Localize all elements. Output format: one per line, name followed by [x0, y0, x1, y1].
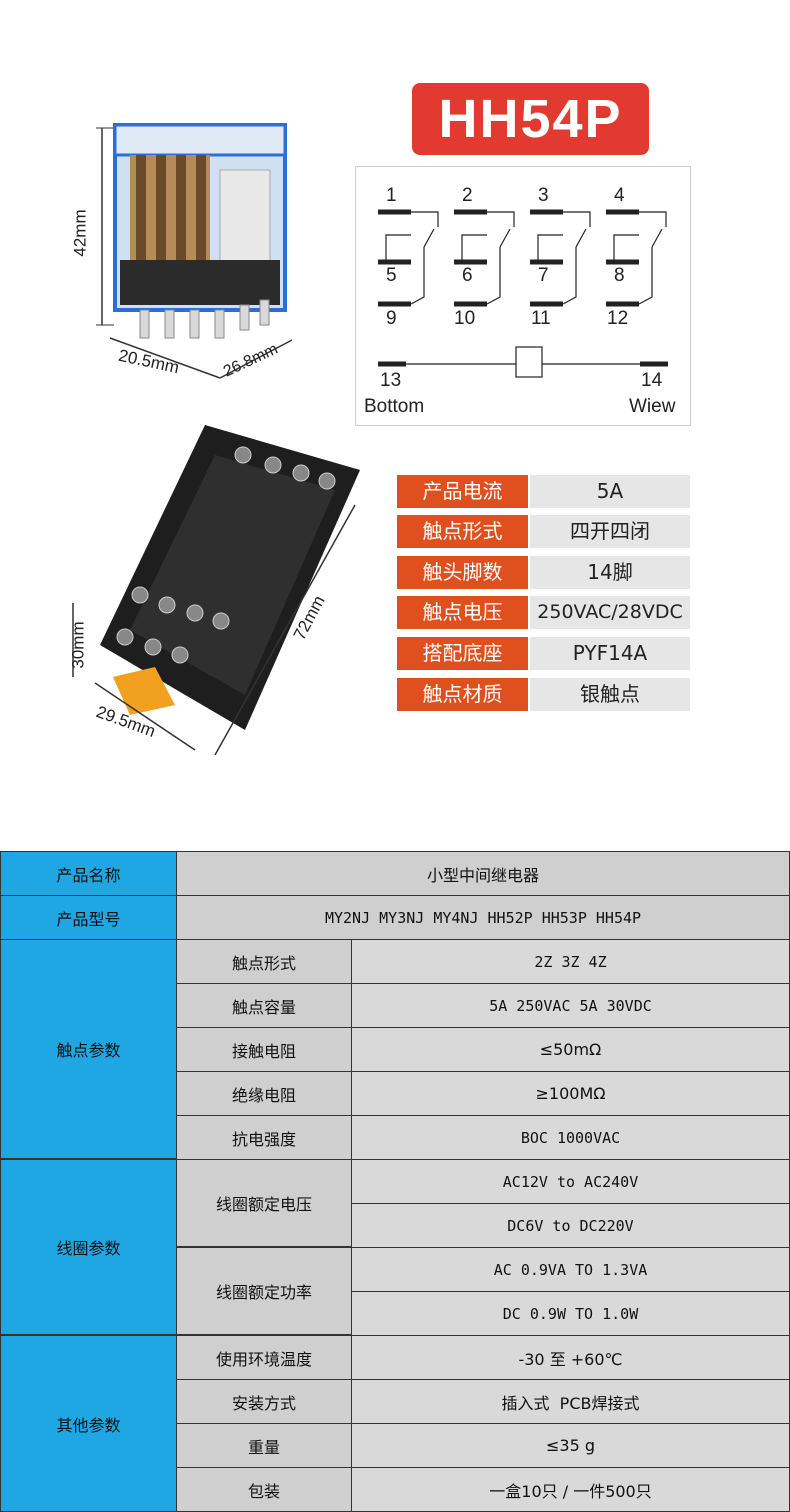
param-value: DC 0.9W TO 1.0W [351, 1291, 790, 1336]
param-value: 2Z 3Z 4Z [351, 939, 790, 984]
product-model-value: MY2NJ MY3NJ MY4NJ HH52P HH53P HH54P [176, 895, 790, 940]
param-label: 绝缘电阻 [176, 1071, 352, 1116]
param-value: BOC 1000VAC [351, 1115, 790, 1160]
pin-label: 11 [531, 308, 551, 329]
spec-value: 14脚 [530, 556, 690, 589]
pin-label: 9 [386, 308, 397, 329]
pin-label: 8 [614, 265, 625, 286]
spec-key: 触点材质 [397, 678, 528, 711]
pin-label: 12 [607, 308, 629, 329]
spec-key: 触点电压 [397, 596, 528, 629]
param-label: 安装方式 [176, 1379, 352, 1424]
param-value: ≤50mΩ [351, 1027, 790, 1072]
param-label: 重量 [176, 1423, 352, 1468]
pin-label: 2 [462, 185, 473, 206]
pin-label: 14 [641, 370, 663, 391]
spec-value: 250VAC/28VDC [530, 596, 690, 629]
param-label: 接触电阻 [176, 1027, 352, 1072]
pin-label: 6 [462, 265, 473, 286]
spec-row: 触头脚数 14脚 [397, 556, 690, 589]
view-label: Wiew [629, 396, 676, 417]
spec-value: 5A [530, 475, 690, 508]
spec-key: 触头脚数 [397, 556, 528, 589]
product-name-value: 小型中间继电器 [176, 851, 790, 896]
pin-label: 10 [454, 308, 476, 329]
pin-diagram: 1 2 3 4 5 6 7 8 9 10 11 12 13 14 Bottom … [355, 166, 691, 426]
param-value: 插入式 PCB焊接式 [351, 1379, 790, 1424]
spec-row: 产品电流 5A [397, 475, 690, 508]
spec-row: 触点材质 银触点 [397, 678, 690, 711]
spec-value: 四开四闭 [530, 515, 690, 548]
spec-key: 触点形式 [397, 515, 528, 548]
socket-height-label: 30mm [68, 621, 88, 669]
param-value: AC12V to AC240V [351, 1159, 790, 1204]
coil-group-label: 线圈参数 [0, 1159, 177, 1335]
pin-label: 1 [386, 185, 397, 206]
parameter-table: 产品名称 小型中间继电器 产品型号 MY2NJ MY3NJ MY4NJ HH52… [0, 851, 790, 1512]
param-label: 触点形式 [176, 939, 352, 984]
contact-group-label: 触点参数 [0, 939, 177, 1159]
pin-label: 7 [538, 265, 549, 286]
relay-height-label: 42mm [70, 209, 90, 257]
spec-row: 触点形式 四开四闭 [397, 515, 690, 548]
model-badge: HH54P [412, 83, 649, 155]
param-value: 5A 250VAC 5A 30VDC [351, 983, 790, 1028]
spec-row: 触点电压 250VAC/28VDC [397, 596, 690, 629]
bottom-label: Bottom [364, 396, 425, 417]
pin-label: 13 [380, 370, 402, 391]
param-label: 抗电强度 [176, 1115, 352, 1160]
param-value: DC6V to DC220V [351, 1203, 790, 1248]
param-value: ≤35 g [351, 1423, 790, 1468]
other-group-label: 其他参数 [0, 1335, 177, 1512]
product-model-label: 产品型号 [0, 895, 177, 940]
param-label: 包装 [176, 1467, 352, 1512]
socket-illustration [72, 425, 360, 756]
coil-voltage-label: 线圈额定电压 [176, 1159, 352, 1247]
pin-label: 3 [538, 185, 549, 206]
spec-key: 产品电流 [397, 475, 528, 508]
pin-label: 5 [386, 265, 397, 286]
param-value: -30 至 +60℃ [351, 1335, 790, 1380]
spec-key: 搭配底座 [397, 637, 528, 670]
coil-power-label: 线圈额定功率 [176, 1247, 352, 1335]
spec-row: 搭配底座 PYF14A [397, 637, 690, 670]
spec-value: 银触点 [530, 678, 690, 711]
spec-value: PYF14A [530, 637, 690, 670]
param-label: 使用环境温度 [176, 1335, 352, 1380]
relay-illustration [96, 123, 293, 379]
product-name-label: 产品名称 [0, 851, 177, 896]
param-value: ≥100MΩ [351, 1071, 790, 1116]
pin-label: 4 [614, 185, 625, 206]
param-value: 一盒10只 / 一件500只 [351, 1467, 790, 1512]
param-label: 触点容量 [176, 983, 352, 1028]
param-value: AC 0.9VA TO 1.3VA [351, 1247, 790, 1292]
